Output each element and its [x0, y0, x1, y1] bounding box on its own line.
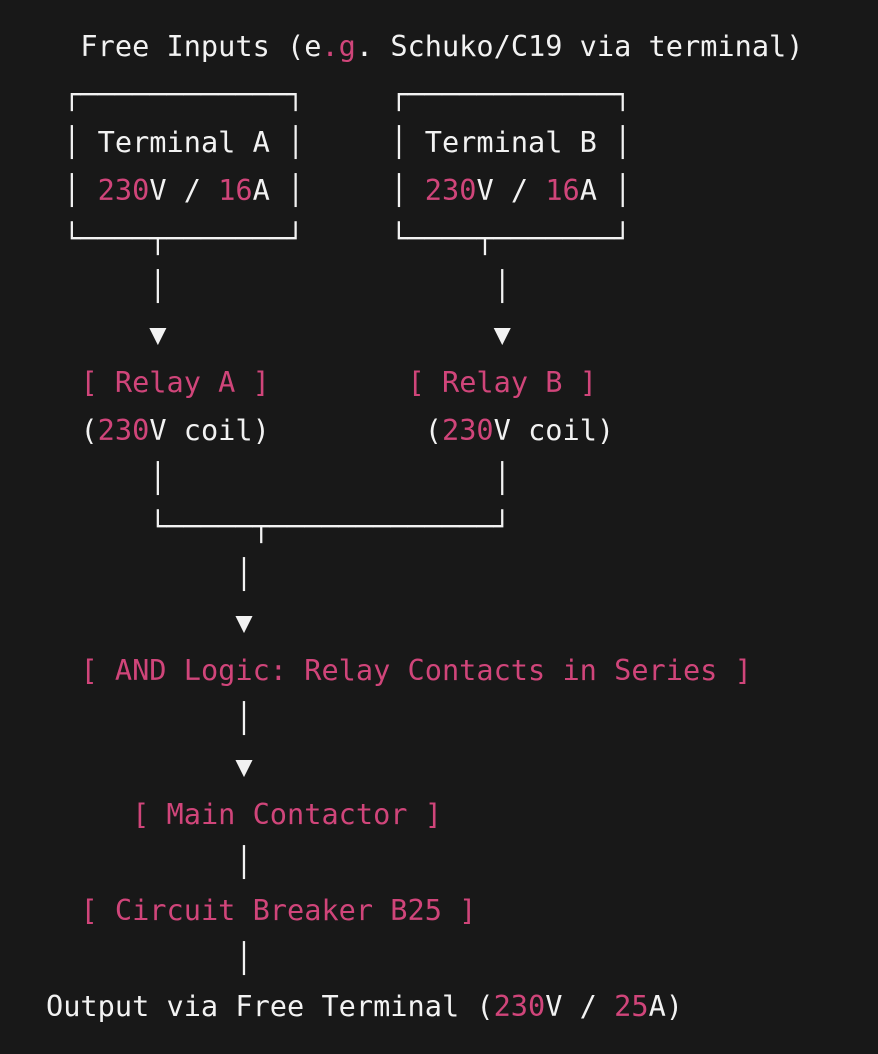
down-arrow: ▼	[46, 605, 253, 639]
join-line: └─────┬─────────────┘	[46, 509, 511, 543]
terminal-a-label: Terminal A	[97, 125, 270, 159]
inputs-header: Free Inputs (e.g. Schuko/C19 via termina…	[46, 29, 804, 63]
connector-line: │	[46, 701, 253, 735]
terminal-boxes-bottom-border: └────┬───────┘ └────┬───────┘	[46, 221, 632, 255]
terminal-b-label: Terminal B	[424, 125, 597, 159]
connector-line: │	[46, 845, 253, 879]
terminal-b-current: 16	[545, 173, 580, 207]
output-current: 25	[614, 989, 649, 1023]
connector-line: │ │	[46, 269, 511, 303]
breaker-row: [ Circuit Breaker B25 ]	[46, 886, 803, 934]
relay-a-coil-voltage: 230	[97, 413, 150, 447]
circuit-breaker-label: [ Circuit Breaker B25 ]	[80, 893, 477, 927]
relay-row: [ Relay A ] [ Relay B ]	[46, 358, 803, 406]
and-logic-label: [ AND Logic: Relay Contacts in Series ]	[80, 653, 752, 687]
terminal-rating-row: │ 230V / 16A │ │ 230V / 16A │	[46, 173, 632, 207]
output-row: Output via Free Terminal (230V / 25A)	[46, 989, 683, 1023]
connector-line: │	[46, 941, 253, 975]
main-contactor-row: [ Main Contactor ]	[46, 790, 803, 838]
connector-line: │	[46, 557, 253, 591]
relay-a-label: [ Relay A ]	[80, 365, 270, 399]
relay-b-coil-voltage: 230	[441, 413, 494, 447]
connector-line: │ │	[46, 461, 511, 495]
terminal-a-current: 16	[218, 173, 253, 207]
relay-coil-row: (230V coil) (230V coil)	[80, 413, 615, 447]
terminal-a-voltage: 230	[97, 173, 150, 207]
output-voltage: 230	[493, 989, 546, 1023]
down-arrow: ▼	[46, 749, 253, 783]
and-logic-row: [ AND Logic: Relay Contacts in Series ]	[46, 646, 803, 694]
down-arrows: ▼ ▼	[46, 317, 511, 351]
terminal-b-voltage: 230	[424, 173, 477, 207]
terminal-boxes-top-border: ┌────────────┐ ┌────────────┐	[46, 77, 632, 111]
terminal-name-row: │ Terminal A │ │ Terminal B │	[46, 125, 632, 159]
main-contactor-label: [ Main Contactor ]	[132, 797, 442, 831]
relay-b-label: [ Relay B ]	[407, 365, 597, 399]
ascii-wiring-diagram: Free Inputs (e.g. Schuko/C19 via termina…	[46, 22, 803, 1030]
